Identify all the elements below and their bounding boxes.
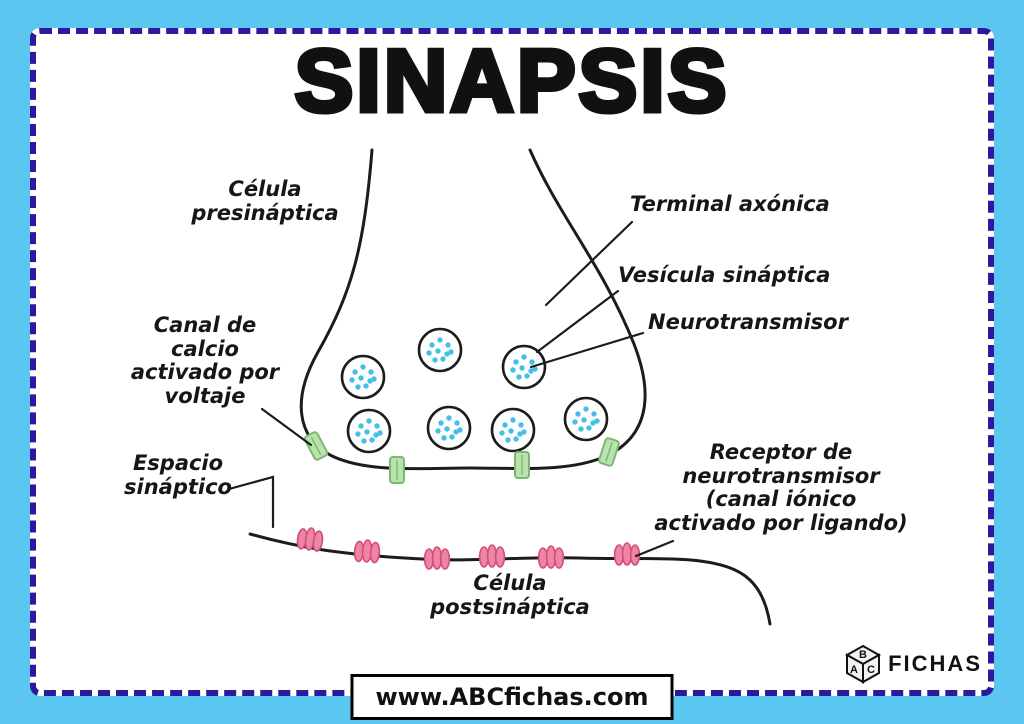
brand-name: FICHAS bbox=[888, 651, 982, 676]
label-calcium-channel: Canal de calcio activado por voltaje bbox=[130, 313, 280, 408]
brand-logo: B A C FICHAS bbox=[843, 644, 982, 684]
label-synaptic-vesicle: Vesícula sináptica bbox=[618, 263, 831, 287]
cube-letter-left: A bbox=[850, 664, 858, 676]
label-neurotransmitter: Neurotransmisor bbox=[648, 310, 848, 334]
label-postsynaptic-cell: Célula postsináptica bbox=[430, 571, 590, 619]
pointer-synaptic-vesicle bbox=[535, 289, 620, 354]
abc-cube-icon: B A C bbox=[845, 644, 882, 684]
pointer-axon-terminal bbox=[544, 220, 634, 307]
pointer-neurotransmitter bbox=[529, 331, 645, 369]
website-url: www.ABCfichas.com bbox=[350, 674, 674, 720]
pointer-lines bbox=[227, 220, 675, 558]
pointer-calcium-channel bbox=[260, 407, 313, 447]
neurotransmitter-receptors bbox=[295, 525, 641, 570]
pointer-synaptic-space bbox=[227, 475, 275, 529]
label-presynaptic-cell: Célula presináptica bbox=[191, 177, 339, 225]
cube-letter-top: B bbox=[859, 649, 867, 661]
page-title: SINAPSIS bbox=[292, 29, 730, 133]
label-synaptic-space: Espacio sináptico bbox=[124, 451, 232, 499]
label-receptor: Receptor de neurotransmisor (canal iónic… bbox=[654, 440, 908, 535]
pointer-receptor bbox=[634, 539, 675, 558]
cube-letter-right: C bbox=[867, 664, 875, 676]
label-axon-terminal: Terminal axónica bbox=[630, 192, 830, 216]
axon-terminal-outline bbox=[299, 148, 647, 471]
synaptic-vesicles bbox=[342, 329, 607, 452]
